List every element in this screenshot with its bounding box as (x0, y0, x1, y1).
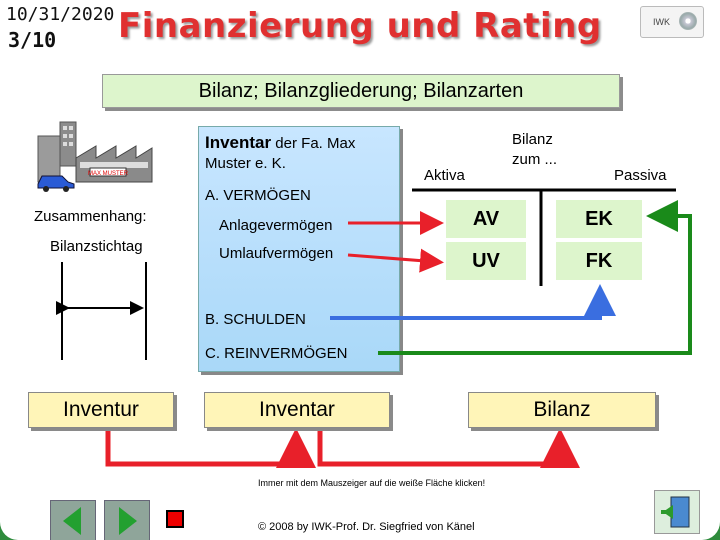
inventar-panel: Inventar der Fa. Max Muster e. K. A. VER… (198, 126, 400, 372)
logo-text: IWK (653, 17, 670, 27)
disc-icon (679, 12, 697, 30)
fk-box[interactable]: FK (556, 242, 642, 280)
forward-button[interactable] (104, 500, 150, 540)
passiva-label: Passiva (614, 167, 667, 184)
factory-icon: MAX MUSTER (37, 121, 153, 192)
arrow-right-icon (119, 507, 137, 535)
stop-button[interactable] (166, 510, 184, 528)
click-hint: Immer mit dem Mauszeiger auf die weiße F… (258, 478, 486, 488)
bilanzstichtag-label: Bilanzstichtag (50, 238, 143, 255)
exit-door-icon (661, 496, 690, 528)
heading-box: Bilanz; Bilanzgliederung; Bilanzarten (102, 74, 620, 108)
page-number: 3/10 (8, 28, 57, 52)
copyright-text: © 2008 by IWK-Prof. Dr. Siegfried von Kä… (258, 521, 475, 533)
back-button[interactable] (50, 500, 96, 540)
inventar-panel-title-line2: Muster e. K. (205, 155, 286, 172)
section-schulden: B. SCHULDEN (205, 311, 306, 328)
heading-text: Bilanz; Bilanzgliederung; Bilanzarten (198, 80, 524, 102)
bilanz-header-line2: zum ... (512, 151, 558, 168)
zusammenhang-label: Zusammenhang: (34, 208, 147, 225)
anlagevermoegen-label: Anlagevermögen (219, 217, 333, 234)
ek-box[interactable]: EK (556, 200, 642, 238)
reinvermoegen-arrow (378, 200, 692, 355)
date-label: 10/31/2020 (6, 4, 115, 25)
section-vermoegen: A. VERMÖGEN (205, 187, 311, 204)
inventur-button[interactable]: Inventur (28, 392, 174, 428)
inventar-to-bilanz-arrow (317, 428, 580, 468)
factory-sign-text: MAX MUSTER (88, 171, 129, 177)
exit-button[interactable] (654, 490, 700, 534)
bilanz-button[interactable]: Bilanz (468, 392, 656, 428)
section-reinvermoegen: C. REINVERMÖGEN (205, 345, 348, 362)
inventur-to-inventar-arrow (105, 428, 316, 468)
iwk-logo: IWK (640, 6, 704, 38)
av-box[interactable]: AV (446, 200, 526, 238)
inventar-panel-title-bold: Inventar (205, 133, 272, 152)
uv-box[interactable]: UV (446, 242, 526, 280)
aktiva-label: Aktiva (424, 167, 465, 184)
umlaufvermoegen-label: Umlaufvermögen (219, 245, 334, 262)
inventar-panel-title-rest: der Fa. Max (271, 135, 356, 152)
slide-title: Finanzierung und Rating (118, 6, 602, 46)
bilanz-header-line1: Bilanz (512, 131, 553, 148)
inventar-button[interactable]: Inventar (204, 392, 390, 428)
arrow-left-icon (63, 507, 81, 535)
